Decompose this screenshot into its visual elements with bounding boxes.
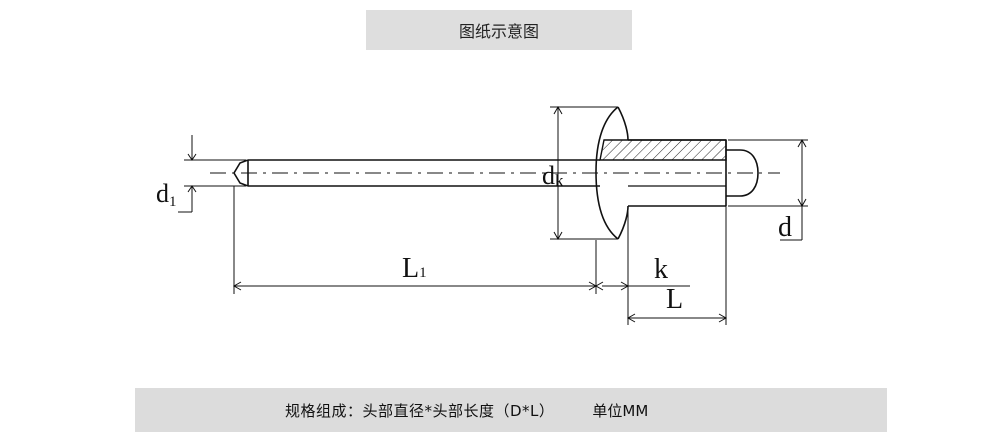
spec-text: 规格组成：头部直径*头部长度（D*L） xyxy=(285,401,555,420)
d1-dimension xyxy=(178,135,246,213)
diagram-title: 图纸示意图 xyxy=(366,10,632,50)
dk-dimension xyxy=(550,105,618,241)
mandrel-bulb xyxy=(726,149,759,197)
l-label: L xyxy=(666,284,683,315)
spec-footer: 规格组成：头部直径*头部长度（D*L） 单位MM xyxy=(135,388,887,432)
l1-dimension xyxy=(232,186,598,294)
d-dimension xyxy=(728,138,808,241)
k-dimension xyxy=(594,206,690,325)
l1-label: L1 xyxy=(402,253,427,284)
mandrel-shaft xyxy=(233,159,600,187)
k-label: k xyxy=(654,254,668,285)
unit-text: 单位MM xyxy=(592,401,649,420)
d-label: d xyxy=(778,212,792,243)
d1-label: d1 xyxy=(156,179,177,210)
dk-label: dk xyxy=(542,161,564,190)
l-dimension xyxy=(626,206,728,325)
